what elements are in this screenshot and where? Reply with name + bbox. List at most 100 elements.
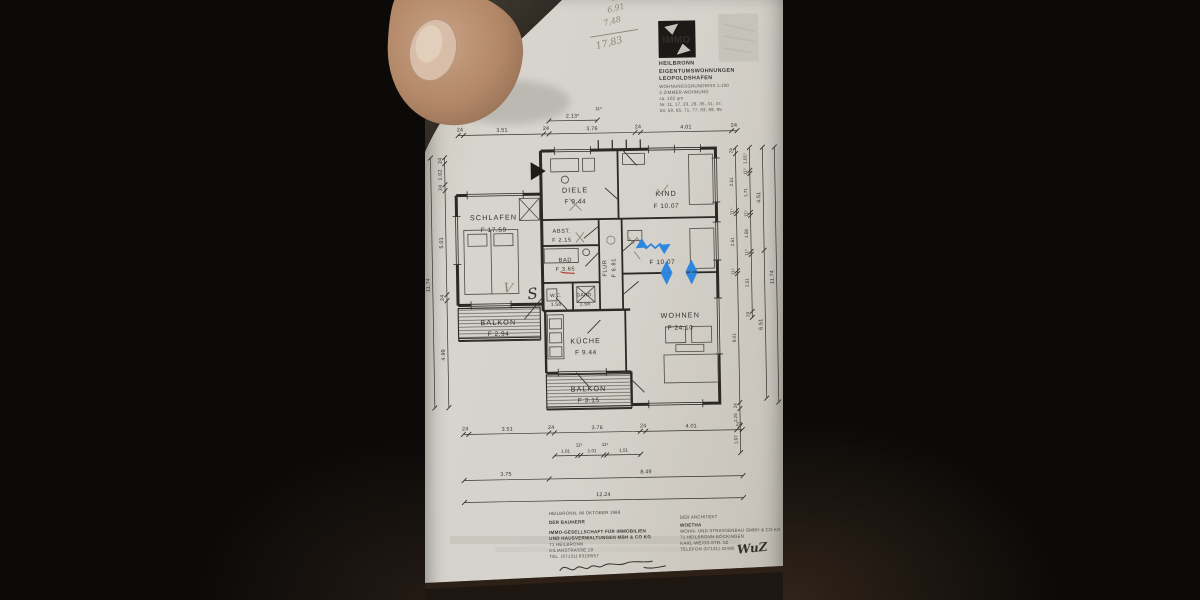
dim-bot-2: 24 (548, 425, 555, 431)
dimension-labels: 24 3.51 24 3.76 24 4.01 24 2.13⁵ 11⁵ 24 … (426, 106, 776, 498)
dim-rb-3: 11⁵ (743, 210, 748, 217)
handwritten-sum-line (590, 28, 639, 38)
room-area-bad: F 3.65 (556, 266, 576, 272)
floorplan-drawing: 5,44 6,91 7,48 17,83 IMMO HEILBRONN EIGE… (425, 0, 783, 600)
plan-windows (452, 144, 723, 409)
dim-rb-4: 1.56 (744, 229, 749, 238)
dim-ra-1: 2.51 (729, 177, 734, 186)
title-unit-numbers-1: Nr. 11, 17, 23, 29, 35, 41, 47, (660, 101, 723, 107)
dim-left-0: 24 (437, 158, 443, 165)
room-area-diele: F 9.44 (564, 198, 586, 205)
room-area-balkon-sued: F 3.15 (578, 397, 600, 404)
dim-bot-5: 4.01 (686, 423, 697, 429)
dim-bsub-3: 11⁵ (602, 442, 609, 447)
dim-ra-8: 1.67 (733, 435, 738, 444)
room-area-gard: 1.58 (580, 301, 591, 307)
fingernail-highlight (415, 25, 443, 63)
dim-left-2: 24 (438, 185, 444, 192)
dim-top-0: 24 (457, 127, 464, 133)
room-area-schlafen: F 17.59 (481, 227, 507, 234)
title-project-1: EIGENTUMSWOHNUNGEN (659, 68, 735, 75)
dim-ra-7: 1.25 (733, 413, 738, 422)
dim-top-3: 3.76 (586, 126, 597, 132)
footer-left-2: UND HAUSVERWALTUNGEN MBH & CO KG (549, 534, 651, 541)
room-label-wohnen: WOHNEN (661, 310, 700, 320)
dim-rc-0: 4.51 (756, 192, 762, 203)
footer-right-5: TELEFON (07131) 42490 (680, 546, 735, 552)
signature (559, 560, 666, 572)
room-label-flur: FLUR (602, 259, 608, 276)
ghost-print-smudges (450, 536, 740, 552)
red-pen-annotations: S (526, 271, 575, 303)
room-label-kueche: KÜCHE (570, 336, 601, 346)
dim-rb-0: 1.01⁵ (742, 153, 747, 164)
room-area-abst: F 2.15 (552, 238, 572, 244)
dim-bot-1: 3.51 (502, 427, 513, 433)
room-area-wohnen: F 24.10 (668, 324, 694, 331)
dimension-lines (430, 119, 780, 503)
title-apartment: 4 ZIMMER-WOHNUNG (659, 89, 709, 95)
dim-ra-3: 2.51 (730, 237, 735, 246)
room-area-kind: F 10.07 (653, 203, 679, 210)
footer-left-role: DER BAUHERR (549, 519, 586, 525)
dim-bsub-4: 1.51 (619, 448, 628, 453)
balcony-west (457, 306, 542, 343)
room-label-wc: W.C. (550, 293, 562, 299)
dim-top-6: 24 (731, 123, 738, 129)
dim-rb-2: 1.71 (743, 188, 748, 197)
dim-top-1: 3.51 (496, 128, 507, 134)
dim-top-5: 4.01 (680, 124, 691, 130)
red-mark-s: S (526, 284, 538, 303)
footer-left-1: IMMO-GESELLSCHAFT FÜR IMMOBILIEN (549, 527, 647, 535)
room-labels: SCHLAFEN F 17.59 DIELE F 9.44 KIND F 10.… (470, 185, 700, 404)
dim-rb-5: 11⁵ (744, 249, 749, 256)
footer-right-3: 71 HEILBRONN-BÖCKINGEN (680, 534, 744, 540)
dim-ra-6: 24 (733, 403, 738, 409)
dim-left-1: 1.02 (438, 169, 444, 180)
dim-bsub-0: 1.01 (561, 449, 570, 454)
dim-ra-0: 24 (728, 148, 733, 154)
photo-black-bar-left (0, 0, 425, 600)
balcony-south (545, 372, 633, 411)
room-area-balkon-west: F 2.94 (488, 331, 510, 338)
footer-left-3: 71 HEILBRONN (549, 541, 583, 547)
dim-bot-0: 24 (462, 426, 469, 432)
dim-left-total: 11.74 (426, 278, 432, 292)
dim-ra-4: 11⁵ (730, 268, 735, 275)
room-area-kueche: F 9.44 (575, 349, 597, 356)
room-label-abst: ABST. (552, 229, 571, 235)
table-under-paper (425, 566, 783, 600)
dim-bsub-2: 1.01 (588, 448, 597, 453)
pencil-marks (568, 184, 669, 260)
footer-right-1: WOETHA (680, 522, 702, 527)
room-label-schlafen: SCHLAFEN (470, 213, 517, 223)
title-city: HEILBRONN (659, 60, 695, 67)
photo-black-bar-right (783, 0, 1200, 600)
plan-doors (523, 149, 645, 393)
blue-scribble (635, 238, 671, 255)
dim-left-4: 24 (440, 295, 446, 302)
dim-left-5: 4.99 (441, 349, 447, 360)
room-label-balkon-sued: BALKON (571, 384, 607, 394)
dim-bot-6: 24 (736, 422, 743, 428)
dim-rb-1: 11⁵ (743, 168, 748, 175)
initials-wuz: WuZ (736, 539, 769, 556)
dim-bmid-1: 8.49 (640, 469, 651, 475)
dim-bmid-0: 3.75 (500, 472, 511, 478)
dim-bot-3: 3.76 (592, 425, 603, 431)
title-plan-type: WOHNUNGSGRUNDRISS 1:100 (659, 83, 729, 89)
title-unit-numbers-2: 53, 59, 65, 71, 77, 83, 89, 95 (660, 107, 723, 113)
footer-right-2: WOHN- UND STRASSENBAU GMBH & CO KG (680, 527, 781, 534)
footer-right-role: DER ARCHITEKT (680, 514, 718, 520)
dim-rc-1: 6.51 (758, 319, 764, 330)
handwritten-partial-2: 6,91 (606, 2, 626, 15)
blue-marker-annotations (635, 238, 698, 285)
dim-bsub-1: 11⁵ (576, 442, 583, 447)
pencil-v-mark: V (502, 281, 515, 297)
footer-block: HEILBRONN, IM OKTOBER 1969 DER BAUHERR I… (549, 510, 781, 572)
immo-logo-text: IMMO (662, 34, 690, 45)
dim-rb-6: 2.51 (745, 278, 750, 287)
title-block: IMMO HEILBRONN EIGENTUMSWOHNUNGEN LEOPOL… (658, 13, 759, 113)
